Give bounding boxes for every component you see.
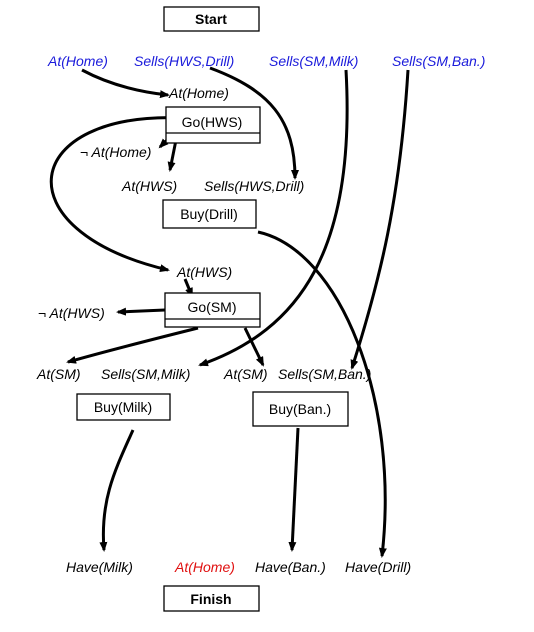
link-buydrill-to-havedrill	[257, 230, 387, 558]
link-sellsmilk-to-buymilk	[198, 69, 349, 367]
start-step: Start	[163, 6, 260, 32]
buy-drill-label: Buy(Drill)	[180, 206, 238, 222]
buy-drill-step: Buy(Drill)	[162, 199, 257, 229]
link-sellsban-to-buyban	[350, 69, 410, 370]
go-hws-literals: At(Home) ¬ At(Home) At(HWS) Sells(HWS,Dr…	[80, 85, 304, 194]
buy-milk-step: Buy(Milk)	[76, 393, 171, 421]
effect-not-at-hws: ¬ At(HWS)	[38, 305, 105, 321]
precond-at-hws: At(HWS)	[176, 264, 232, 280]
precond-sells-hws-drill: Sells(HWS,Drill)	[204, 178, 304, 194]
initial-sells-hws-drill: Sells(HWS,Drill)	[134, 53, 234, 69]
link-gosm-to-atsm-left	[66, 326, 199, 364]
finish-step: Finish	[163, 585, 260, 612]
buy-ban-step: Buy(Ban.)	[252, 391, 349, 427]
link-buymilk-to-havemilk	[99, 429, 135, 552]
link-gohws-loop-to-athws	[49, 116, 186, 273]
at-sm-right: At(SM)	[223, 366, 268, 382]
precond-at-home: At(Home)	[168, 85, 229, 101]
link-gosm-to-not-athws	[116, 307, 166, 316]
goal-have-milk: Have(Milk)	[66, 559, 133, 575]
finish-label: Finish	[190, 591, 231, 607]
link-gosm-to-atsm-right	[243, 327, 265, 367]
initial-state-literals: At(Home) Sells(HWS,Drill) Sells(SM,Milk)…	[47, 53, 485, 69]
at-sm-left: At(SM)	[36, 366, 81, 382]
effect-not-at-home: ¬ At(Home)	[80, 144, 151, 160]
buy-milk-label: Buy(Milk)	[94, 399, 152, 415]
buy-ban-label: Buy(Ban.)	[269, 401, 331, 417]
link-buyban-to-haveban	[288, 427, 300, 552]
goal-have-ban: Have(Ban.)	[255, 559, 326, 575]
go-sm-step: Go(SM)	[164, 292, 261, 328]
initial-sells-sm-milk: Sells(SM,Milk)	[269, 53, 358, 69]
goal-have-drill: Have(Drill)	[345, 559, 411, 575]
effect-at-hws: At(HWS)	[121, 178, 177, 194]
link-sellsdrill-to-buydrill	[209, 66, 299, 180]
go-hws-label: Go(HWS)	[182, 114, 243, 130]
go-sm-literals: At(HWS) ¬ At(HWS)	[38, 264, 232, 321]
go-sm-label: Go(SM)	[188, 299, 237, 315]
goal-at-home: At(Home)	[174, 559, 235, 575]
buy-literals: At(SM) Sells(SM,Milk) At(SM) Sells(SM,Ba…	[36, 366, 371, 382]
start-label: Start	[195, 11, 227, 27]
link-athome-to-gohws	[81, 68, 170, 99]
sells-sm-ban: Sells(SM,Ban.)	[278, 366, 371, 382]
link-gohws-to-athws	[167, 139, 178, 172]
go-hws-step: Go(HWS)	[165, 106, 261, 144]
initial-sells-sm-ban: Sells(SM,Ban.)	[392, 53, 485, 69]
initial-at-home: At(Home)	[47, 53, 108, 69]
sells-sm-milk: Sells(SM,Milk)	[101, 366, 190, 382]
causal-links	[49, 66, 410, 558]
goal-literals: Have(Milk) At(Home) Have(Ban.) Have(Dril…	[66, 559, 411, 575]
